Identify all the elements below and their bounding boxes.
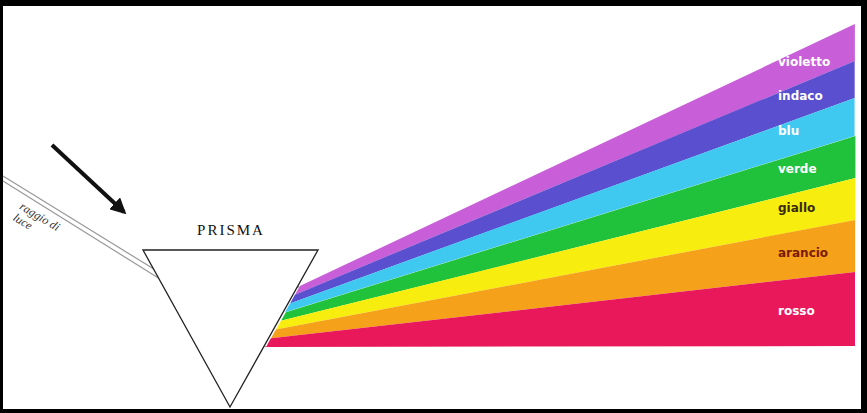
band-shape	[266, 272, 855, 347]
color-name: arancio	[778, 246, 828, 260]
color-name: verde	[778, 162, 817, 176]
color-name: violetto	[778, 55, 830, 69]
color-name: indaco	[778, 89, 823, 103]
light-ray	[3, 176, 170, 279]
color-name: rosso	[778, 304, 815, 318]
color-name: blu	[778, 124, 799, 138]
prism-label: PRISMA	[197, 222, 265, 239]
color-name: giallo	[778, 201, 815, 215]
band-path	[266, 272, 855, 347]
pointer-arrow	[52, 145, 124, 212]
spectrum-band: rosso	[266, 272, 855, 347]
light-ray	[3, 181, 168, 284]
